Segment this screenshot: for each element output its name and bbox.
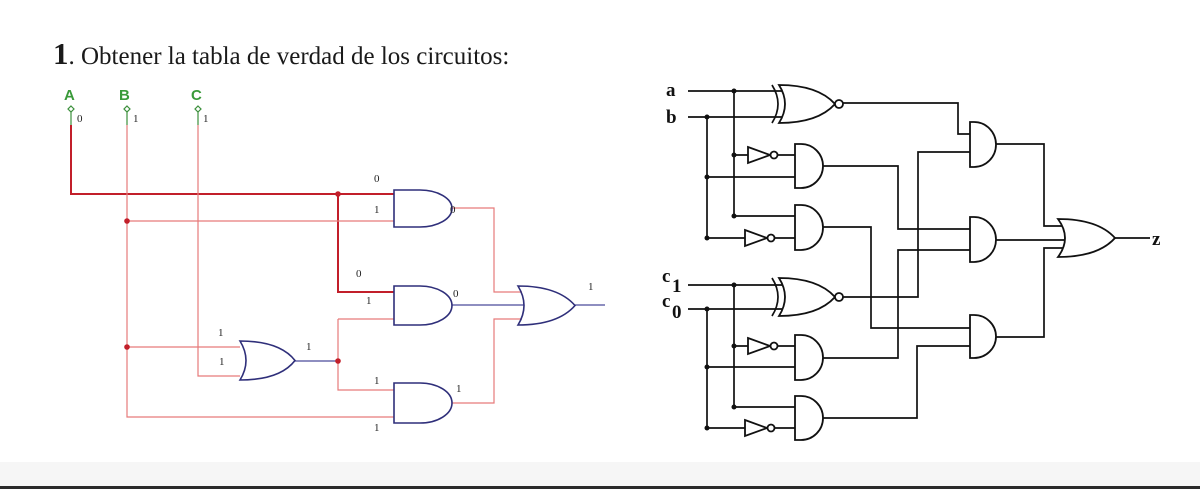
- left-circuit: A B C 0 1 1 0 1 0 0 1 0 1 1: [64, 87, 605, 434]
- junction-dot: [731, 88, 737, 94]
- inversion-bubble: [769, 150, 779, 160]
- inversion-bubble: [834, 99, 844, 109]
- wire-and-outputs: [452, 207, 522, 404]
- inversion-bubble: [769, 341, 779, 351]
- input-label-c1: c 1: [662, 266, 682, 297]
- and-top-out-value: 0: [450, 204, 456, 216]
- junction-dot: [704, 425, 710, 431]
- junction-dot: [731, 152, 737, 158]
- wire-or-small-out: [337, 318, 394, 391]
- or-small-in1-value: 1: [218, 327, 224, 339]
- and-gate-3[interactable]: [794, 334, 824, 381]
- input-label-a: a: [666, 80, 676, 101]
- input-label-b: B: [119, 87, 130, 104]
- output-label-z: z: [1152, 229, 1161, 250]
- junction-dot: [731, 282, 737, 288]
- or-out-value: 1: [588, 281, 594, 293]
- and-gate-a[interactable]: [969, 121, 997, 168]
- not-gate-4[interactable]: [744, 418, 776, 438]
- input-label-c: C: [191, 87, 202, 104]
- and-bot-in2-value: 1: [374, 422, 380, 434]
- input-label-b: b: [666, 107, 677, 128]
- junction-dot: [731, 213, 737, 219]
- not-triangle: [744, 418, 770, 438]
- input-pin-b[interactable]: [123, 105, 131, 113]
- and-gate-2[interactable]: [794, 204, 824, 251]
- xnor-gate-c[interactable]: [771, 277, 844, 317]
- wire-a: [70, 125, 394, 293]
- input-pin-a[interactable]: [67, 105, 75, 113]
- and-bot-out-value: 1: [456, 383, 462, 395]
- and-gate-middle[interactable]: [393, 285, 453, 326]
- input-value-c: 1: [203, 113, 209, 125]
- or-gate-output[interactable]: [516, 285, 577, 326]
- inversion-bubble: [766, 423, 776, 433]
- not-triangle: [747, 336, 773, 356]
- xnor-gate-ab[interactable]: [771, 84, 844, 124]
- and-mid-out-value: 0: [453, 288, 459, 300]
- junction-dot: [124, 344, 130, 350]
- junction-dot: [124, 218, 130, 224]
- input-label-c1-base: c: [662, 266, 670, 287]
- footer-bar: [0, 462, 1200, 486]
- exercise-title: 1. Obtener la tabla de verdad de los cir…: [53, 36, 509, 72]
- and-bot-in1-value: 1: [374, 375, 380, 387]
- input-label-a: A: [64, 87, 75, 104]
- junction-dot: [704, 174, 710, 180]
- junction-dot: [704, 114, 710, 120]
- xnor-body: [777, 84, 837, 124]
- input-stubs: [70, 112, 199, 125]
- input-label-c0: c 0: [662, 291, 682, 323]
- and-gate-b[interactable]: [969, 216, 997, 263]
- or-gate-small[interactable]: [238, 340, 297, 381]
- xnor-body: [777, 277, 837, 317]
- input-pin-c[interactable]: [194, 105, 202, 113]
- exercise-text: . Obtener la tabla de verdad de los circ…: [68, 43, 510, 70]
- or-small-in2-value: 1: [219, 356, 225, 368]
- inversion-bubble: [766, 233, 776, 243]
- junction-dot: [335, 191, 341, 197]
- and-gate-top[interactable]: [393, 189, 453, 228]
- or-gate-output[interactable]: [1056, 218, 1117, 258]
- input-label-c0-base: c: [662, 291, 670, 312]
- and-gate-bottom[interactable]: [393, 382, 453, 424]
- xnor-curve: [771, 84, 779, 124]
- junction-dot: [335, 358, 341, 364]
- input-value-a: 0: [77, 113, 83, 125]
- and-mid-in1-value: 0: [356, 268, 362, 280]
- and-gate-1[interactable]: [794, 143, 824, 189]
- junction-dot: [731, 343, 737, 349]
- not-gate-2[interactable]: [744, 228, 776, 248]
- junction-dot: [704, 235, 710, 241]
- junction-dot: [704, 364, 710, 370]
- exercise-number: 1: [53, 36, 69, 71]
- right-circuit: a b c 1 c 0 z: [662, 80, 1161, 441]
- inversion-bubble: [834, 292, 844, 302]
- and-top-in2-value: 1: [374, 204, 380, 216]
- not-gate-3[interactable]: [747, 336, 779, 356]
- junction-dot: [731, 404, 737, 410]
- junction-dots: [704, 88, 737, 431]
- xnor-curve: [771, 277, 779, 317]
- input-label-c1-sub: 1: [672, 276, 682, 297]
- input-label-c0-sub: 0: [672, 302, 682, 323]
- bottom-edge: [0, 486, 1200, 489]
- junction-dot: [704, 306, 710, 312]
- or-small-out-value: 1: [306, 341, 312, 353]
- and-gate-c[interactable]: [969, 314, 997, 359]
- input-value-b: 1: [133, 113, 139, 125]
- not-triangle: [744, 228, 770, 248]
- and-mid-in2-value: 1: [366, 295, 372, 307]
- not-gate-1[interactable]: [747, 145, 779, 165]
- and-top-in1-value: 0: [374, 173, 380, 185]
- wires: [688, 90, 1150, 429]
- and-gate-4[interactable]: [794, 395, 824, 441]
- not-triangle: [747, 145, 773, 165]
- wire-c: [197, 125, 240, 377]
- wire-b: [126, 125, 394, 418]
